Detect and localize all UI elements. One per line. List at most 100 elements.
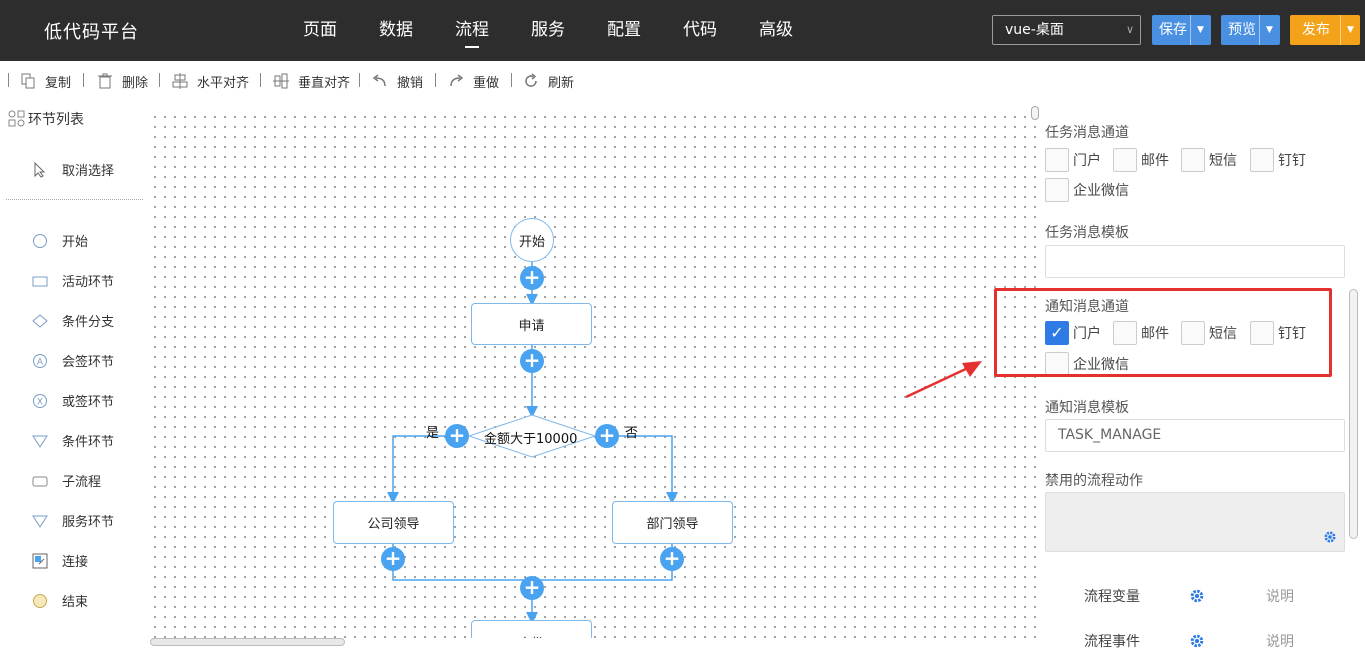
properties-panel: 任务消息通道 门户 邮件 短信 钉钉 企业微信 任务消息模板 通知消息通道 ✓门… bbox=[1036, 99, 1365, 652]
toolbar-separator bbox=[159, 73, 160, 87]
refresh-button[interactable]: 刷新 bbox=[523, 72, 574, 91]
undo-button[interactable]: 撤销 bbox=[372, 72, 423, 91]
diamond-icon bbox=[32, 313, 48, 329]
checkbox[interactable] bbox=[1045, 352, 1069, 376]
palette-item-orsign[interactable]: X 或签环节 bbox=[32, 391, 114, 410]
checkbox-label: 企业微信 bbox=[1073, 357, 1129, 373]
gear-icon[interactable] bbox=[1189, 633, 1205, 649]
connect-icon bbox=[32, 553, 48, 569]
node-condition[interactable]: 金额大于10000 bbox=[484, 432, 578, 447]
notify-channel-portal[interactable]: ✓门户 bbox=[1045, 321, 1101, 345]
palette-item-activity[interactable]: 活动环节 bbox=[32, 271, 114, 290]
delete-button[interactable]: 删除 bbox=[97, 72, 148, 91]
toolbar-separator bbox=[359, 73, 360, 87]
checkbox[interactable] bbox=[1113, 148, 1137, 172]
align-vertical-button[interactable]: 垂直对齐 bbox=[273, 72, 350, 91]
panel-scrollbar[interactable] bbox=[1349, 289, 1358, 539]
palette-item-service[interactable]: 服务环节 bbox=[32, 511, 114, 530]
chevron-down-icon: ∨ bbox=[1125, 23, 1134, 36]
add-node-button[interactable]: + bbox=[520, 349, 544, 373]
nav-item-code[interactable]: 代码 bbox=[683, 20, 717, 40]
flow-canvas[interactable]: 开始 + 申请 + 金额大于10000 + + 是 否 公司领导 部门领导 + … bbox=[148, 108, 1036, 638]
save-dropdown-icon[interactable]: ▼ bbox=[1190, 15, 1210, 45]
description-link[interactable]: 说明 bbox=[1266, 589, 1294, 605]
notify-channel-email[interactable]: 邮件 bbox=[1113, 321, 1169, 345]
palette-item-end[interactable]: 结束 bbox=[32, 591, 88, 610]
preview-button[interactable]: 预览 ▼ bbox=[1221, 15, 1280, 45]
task-channel-portal[interactable]: 门户 bbox=[1045, 148, 1101, 172]
checkbox-label: 企业微信 bbox=[1073, 183, 1129, 199]
annotation-arrow-icon bbox=[905, 361, 982, 399]
checkbox[interactable] bbox=[1181, 148, 1205, 172]
publish-dropdown-icon[interactable]: ▼ bbox=[1340, 15, 1360, 45]
flow-events-label: 流程事件 bbox=[1084, 634, 1140, 650]
palette-item-label: 条件环节 bbox=[62, 435, 115, 450]
nav-item-service[interactable]: 服务 bbox=[531, 20, 565, 40]
notify-channel-label: 通知消息通道 bbox=[1045, 299, 1129, 315]
notify-channel-dingtalk[interactable]: 钉钉 bbox=[1250, 321, 1306, 345]
notify-channel-sms[interactable]: 短信 bbox=[1181, 321, 1237, 345]
task-channel-wecom[interactable]: 企业微信 bbox=[1045, 178, 1129, 202]
node-apply[interactable]: 申请 bbox=[471, 303, 592, 345]
app-title: 低代码平台 bbox=[44, 22, 139, 43]
preview-dropdown-icon[interactable]: ▼ bbox=[1259, 15, 1279, 45]
node-approve[interactable]: 审批 bbox=[471, 620, 592, 638]
notify-template-input[interactable]: TASK_MANAGE bbox=[1045, 419, 1345, 452]
highlight-box bbox=[994, 288, 1332, 377]
add-node-button[interactable]: + bbox=[381, 547, 405, 571]
save-button[interactable]: 保存 ▼ bbox=[1152, 15, 1211, 45]
node-company-lead[interactable]: 公司领导 bbox=[333, 501, 454, 544]
publish-button[interactable]: 发布 ▼ bbox=[1290, 15, 1360, 45]
task-channel-sms[interactable]: 短信 bbox=[1181, 148, 1237, 172]
checkbox[interactable] bbox=[1250, 148, 1274, 172]
node-dept-lead[interactable]: 部门领导 bbox=[612, 501, 733, 544]
deselect-tool[interactable]: 取消选择 bbox=[32, 160, 114, 179]
palette-item-subflow[interactable]: 子流程 bbox=[32, 471, 101, 490]
nav-item-advanced[interactable]: 高级 bbox=[759, 20, 793, 40]
disabled-actions-field[interactable] bbox=[1045, 492, 1345, 552]
checkbox-checked[interactable]: ✓ bbox=[1045, 321, 1069, 345]
add-node-button[interactable]: + bbox=[520, 266, 544, 290]
checkbox-label: 邮件 bbox=[1141, 153, 1169, 169]
palette-item-start[interactable]: 开始 bbox=[32, 231, 88, 250]
align-horizontal-button[interactable]: 水平对齐 bbox=[172, 72, 249, 91]
task-channel-dingtalk[interactable]: 钉钉 bbox=[1250, 148, 1306, 172]
copy-button[interactable]: 复制 bbox=[20, 72, 72, 91]
add-node-button[interactable]: + bbox=[445, 424, 469, 448]
gear-icon[interactable] bbox=[1323, 530, 1337, 544]
checkbox[interactable] bbox=[1045, 148, 1069, 172]
copy-label: 复制 bbox=[45, 75, 72, 91]
node-start[interactable]: 开始 bbox=[510, 218, 554, 262]
palette-item-branch[interactable]: 条件分支 bbox=[32, 311, 114, 330]
nav-item-page[interactable]: 页面 bbox=[303, 20, 337, 40]
checkbox[interactable] bbox=[1113, 321, 1137, 345]
add-node-button[interactable]: + bbox=[520, 576, 544, 600]
nav-item-system[interactable]: 系 bbox=[814, 0, 837, 60]
env-select-value: vue-桌面 bbox=[1005, 22, 1064, 38]
checkbox[interactable] bbox=[1250, 321, 1274, 345]
palette-item-condition[interactable]: 条件环节 bbox=[32, 431, 114, 450]
nav-item-flow[interactable]: 流程 bbox=[434, 0, 510, 60]
canvas-vertical-scrollbar[interactable] bbox=[1031, 106, 1039, 120]
gear-icon[interactable] bbox=[1189, 588, 1205, 604]
palette-item-label: 会签环节 bbox=[62, 355, 115, 370]
checkbox[interactable] bbox=[1181, 321, 1205, 345]
task-template-input[interactable] bbox=[1045, 245, 1345, 278]
main-nav: 页面 数据 流程 服务 配置 代码 高级 系 bbox=[282, 0, 837, 61]
task-channel-email[interactable]: 邮件 bbox=[1113, 148, 1169, 172]
add-node-button[interactable]: + bbox=[660, 547, 684, 571]
refresh-icon bbox=[525, 73, 537, 87]
redo-button[interactable]: 重做 bbox=[448, 72, 499, 91]
palette-item-connect[interactable]: 连接 bbox=[32, 551, 88, 570]
nav-item-config[interactable]: 配置 bbox=[607, 20, 641, 40]
palette-item-countersign[interactable]: A 会签环节 bbox=[32, 351, 114, 370]
task-template-label: 任务消息模板 bbox=[1045, 225, 1129, 241]
env-select[interactable]: vue-桌面 ∨ bbox=[992, 15, 1141, 45]
canvas-horizontal-scrollbar[interactable] bbox=[150, 638, 345, 646]
nav-item-data[interactable]: 数据 bbox=[379, 20, 413, 40]
add-node-button[interactable]: + bbox=[595, 424, 619, 448]
description-link[interactable]: 说明 bbox=[1266, 634, 1294, 650]
checkbox[interactable] bbox=[1045, 178, 1069, 202]
notify-channel-wecom[interactable]: 企业微信 bbox=[1045, 352, 1129, 376]
circle-icon bbox=[32, 233, 48, 249]
